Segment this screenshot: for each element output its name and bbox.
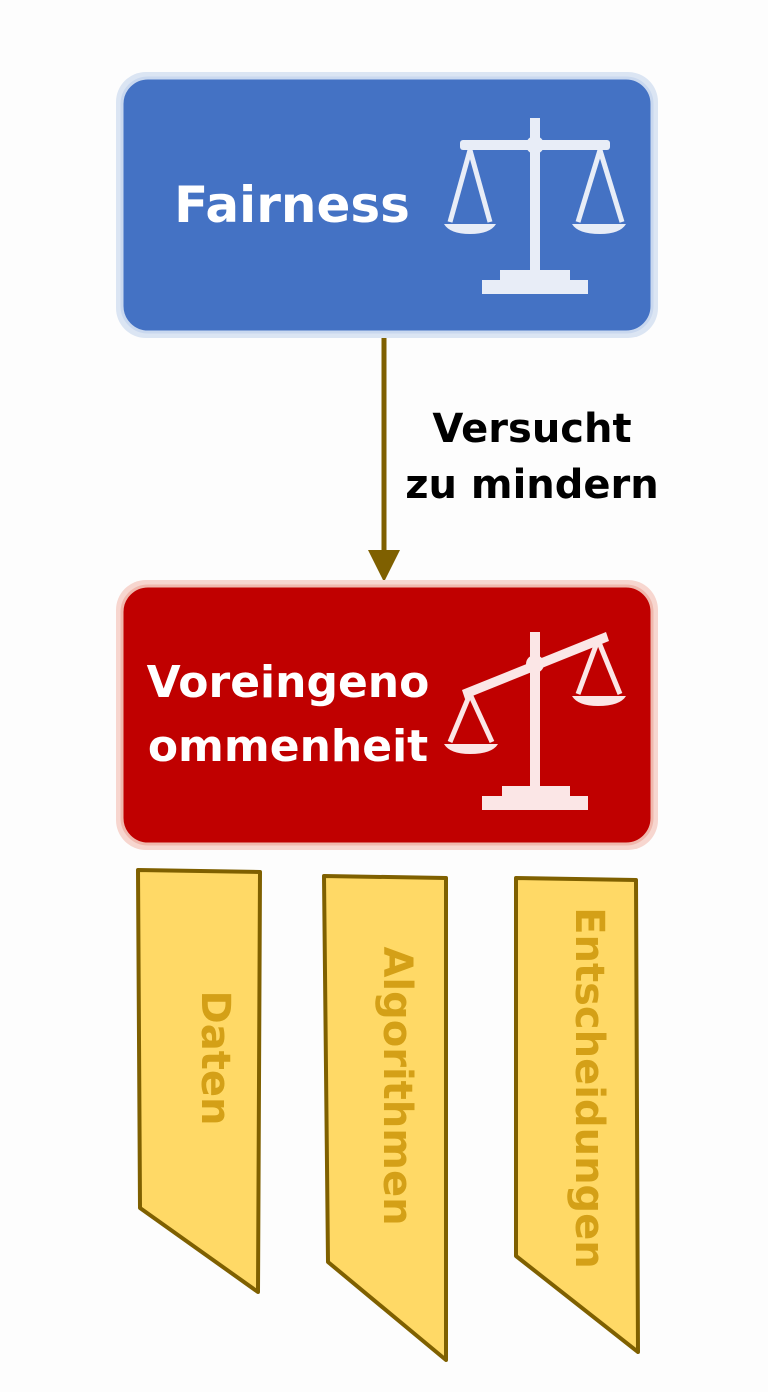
banner-label-algorithmen: Algorithmen — [374, 946, 420, 1225]
banner-label-daten: Daten — [192, 991, 238, 1126]
banner-algorithmen: Algorithmen — [322, 874, 448, 1362]
fairness-label: Fairness — [174, 176, 410, 234]
fairness-node: Fairness — [116, 72, 658, 338]
banner-label-entscheidungen: Entscheidungen — [566, 907, 612, 1269]
bias-label-line1: Voreingeno — [147, 657, 430, 708]
mitigates-edge — [368, 338, 400, 582]
bias-label-line2: ommenheit — [148, 721, 428, 772]
edge-label-line1: Versucht — [432, 406, 631, 452]
tilted-scale-icon — [444, 632, 626, 810]
banner-daten: Daten — [136, 868, 262, 1294]
balanced-scale-icon — [444, 118, 626, 294]
bias-node: Voreingeno ommenheit — [116, 580, 658, 850]
edge-label-line2: zu mindern — [405, 462, 659, 508]
banner-entscheidungen: Entscheidungen — [514, 876, 640, 1354]
